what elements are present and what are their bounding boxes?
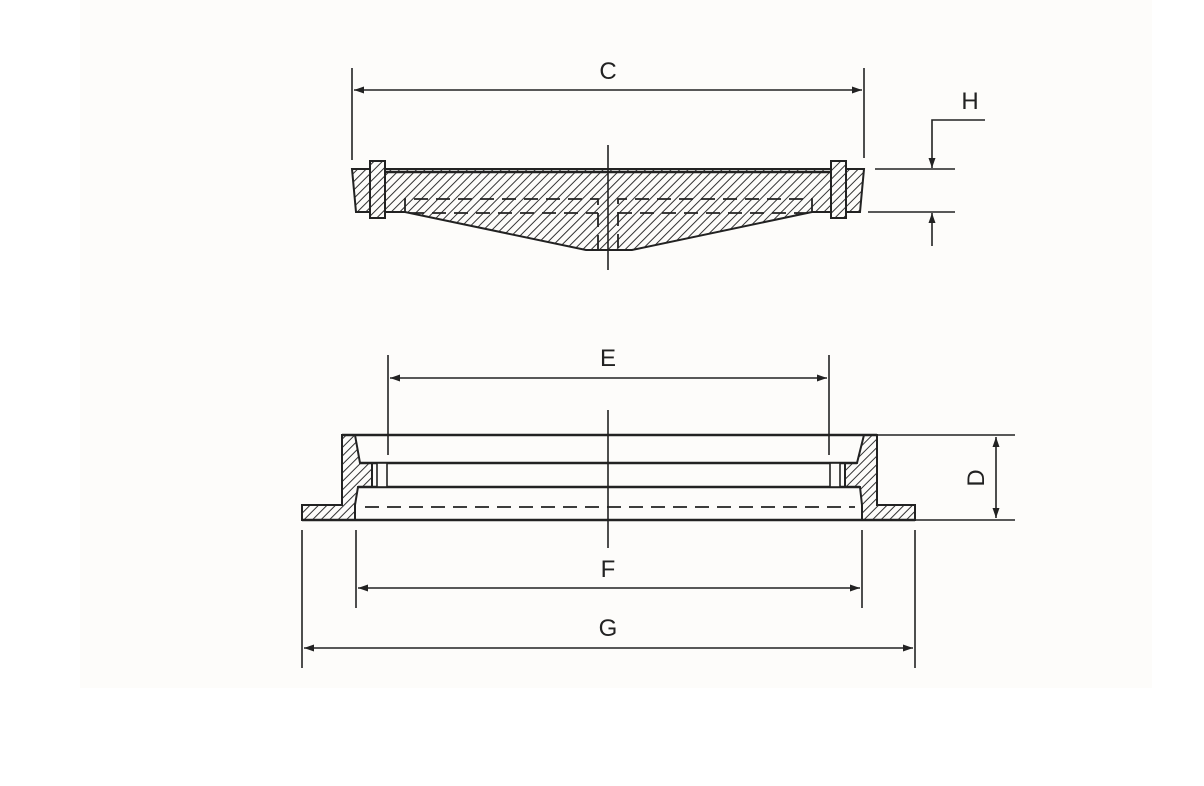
hidden-lines [404,198,813,249]
left-bolt [369,160,386,219]
frame-left-wall [301,434,373,521]
label-e: E [600,345,616,372]
label-d: D [963,469,990,486]
frame-right-wall [844,434,916,521]
right-seat [829,462,841,488]
label-h: H [961,88,978,115]
label-f: F [601,556,616,583]
dimension-g: G [301,530,916,668]
cover-section-view: C H [350,58,985,270]
left-seat [376,462,388,488]
drawing-panel [80,0,1152,688]
dimension-c: C [351,58,865,160]
label-c: C [599,58,616,85]
dimension-h: H [868,88,985,246]
dimension-e: E [387,345,830,455]
label-g: G [599,615,618,642]
dimension-f: F [355,530,863,608]
dimension-d: D [877,434,1015,521]
right-bolt [830,160,847,219]
frame-section-view: E D F G [301,345,1015,668]
